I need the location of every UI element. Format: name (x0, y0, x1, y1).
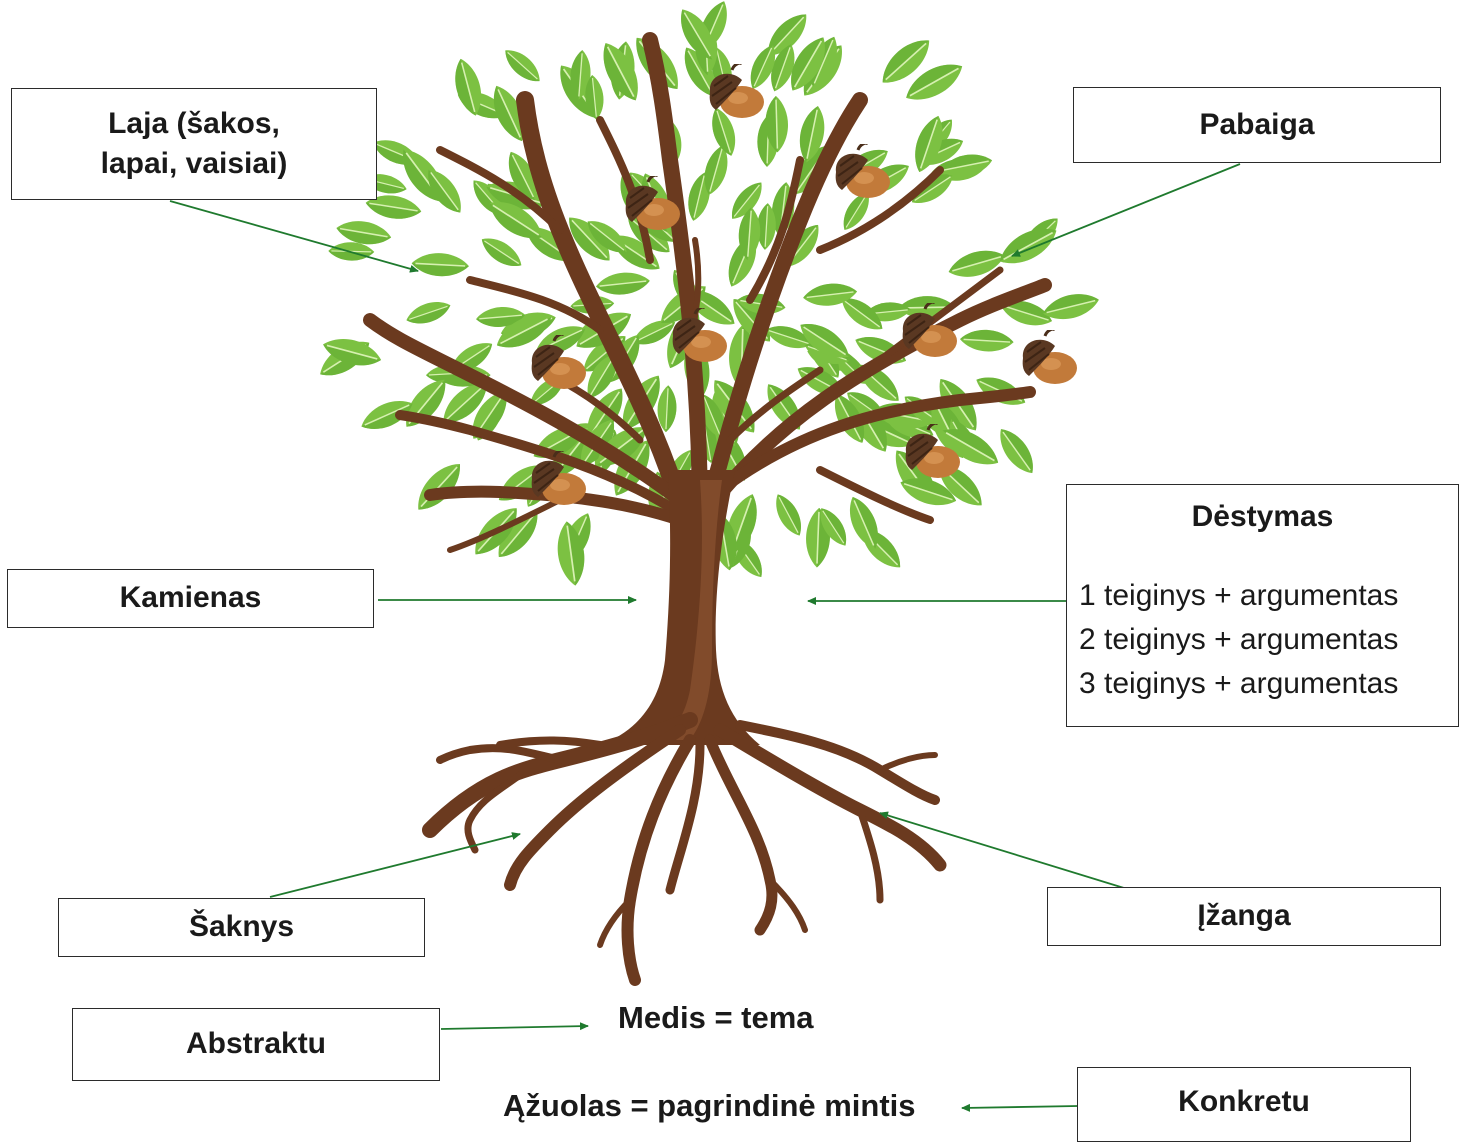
label-box-kamienas: Kamienas (7, 569, 374, 628)
trunk (600, 470, 760, 745)
leaf (768, 489, 809, 541)
label-box-abstraktu: Abstraktu (72, 1008, 440, 1081)
destymas-line-3: 3 teiginys + argumentas (1079, 666, 1399, 700)
leaf (498, 42, 547, 89)
leaf (959, 327, 1015, 354)
saknys-label: Šaknys (188, 910, 295, 944)
trunk-highlight (660, 480, 722, 740)
oak-tree-illustration (312, 0, 1103, 986)
destymas-title: Dėstymas (1191, 500, 1334, 533)
branches (363, 32, 1052, 553)
label-box-destymas: Dėstymas 1 teiginys + argumentas 2 teigi… (1066, 484, 1459, 727)
statement-azuolas: Ąžuolas = pagrindinė mintis (503, 1088, 916, 1123)
leaf (991, 422, 1042, 481)
kamienas-label: Kamienas (119, 581, 262, 615)
label-box-pabaiga: Pabaiga (1073, 87, 1441, 163)
leaf (475, 230, 528, 274)
arrow-izanga (879, 811, 1125, 889)
destymas-line-2: 2 teiginys + argumentas (1079, 622, 1399, 656)
label-box-izanga: Įžanga (1047, 887, 1441, 946)
abstraktu-label: Abstraktu (185, 1027, 327, 1061)
roots (422, 712, 947, 986)
destymas-line-1: 1 teiginys + argumentas (1079, 578, 1399, 612)
acorn (1021, 330, 1077, 386)
statement-medis: Medis = tema (618, 1000, 814, 1035)
konkretu-label: Konkretu (1178, 1085, 1310, 1118)
label-box-laja: Laja (šakos, lapai, vaisiai) (11, 88, 377, 200)
leaf (594, 269, 652, 298)
arrow-konkretu (961, 1103, 1079, 1112)
label-box-konkretu: Konkretu (1077, 1067, 1411, 1142)
arrow-saknys (269, 832, 521, 898)
laja-label: Laja (šakos, lapai, vaisiai) (100, 106, 288, 181)
connector-arrows (169, 163, 1241, 1112)
arrow-laja (169, 200, 419, 273)
leaf (944, 243, 1009, 284)
arrow-pabaiga (1011, 163, 1241, 257)
izanga-label: Įžanga (1197, 899, 1291, 933)
leaf (410, 251, 470, 279)
arrow-abstraktu (440, 1022, 589, 1031)
label-box-saknys: Šaknys (58, 898, 425, 957)
leaf (402, 295, 455, 330)
pabaiga-label: Pabaiga (1199, 107, 1315, 141)
